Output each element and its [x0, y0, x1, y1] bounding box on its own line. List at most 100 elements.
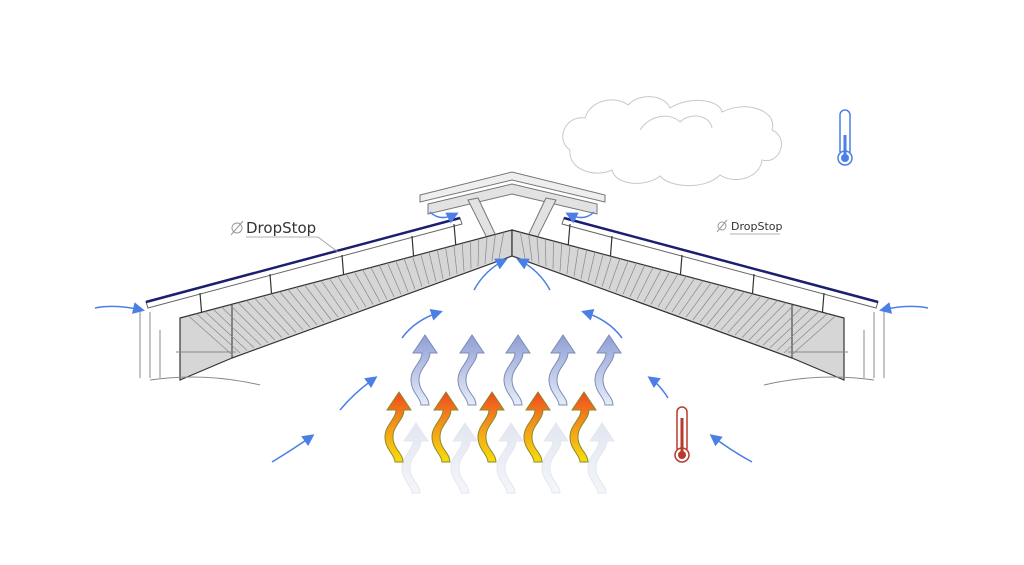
- insulation-rib: [428, 251, 437, 282]
- insulation-rib: [566, 245, 571, 274]
- heat-wave-arrow-icon: [431, 391, 459, 463]
- heat-wave-arrow-icon: [548, 334, 576, 406]
- insulation-rib: [436, 249, 444, 280]
- thermometer-warm-icon: [674, 406, 690, 463]
- heat-wave-arrow-icon: [587, 422, 615, 494]
- insulation-rib: [519, 232, 526, 259]
- insulation-rib: [221, 306, 262, 346]
- insulation-rib: [734, 297, 770, 336]
- insulation-rib: [477, 238, 480, 267]
- insulation-rib: [229, 304, 269, 343]
- insulation-rib: [362, 269, 381, 303]
- insulation-rib: [403, 258, 416, 290]
- heat-wave-arrow-icon: [523, 391, 551, 463]
- heat-wave-arrow-icon: [569, 391, 597, 463]
- insulation-rib: [491, 234, 496, 262]
- insulation-rib: [387, 262, 402, 295]
- insulation-rib: [629, 265, 646, 297]
- eave-details: [139, 310, 885, 386]
- insulation-rib: [608, 258, 621, 290]
- insulation-right: [511, 229, 845, 381]
- insulation-rib: [295, 286, 325, 323]
- dropstop-text-right: DropStop: [731, 220, 782, 233]
- heat-wave-arrow-icon: [477, 391, 505, 463]
- insulation-rib: [254, 297, 290, 336]
- insulation-rib: [312, 282, 339, 318]
- insulation-rib: [188, 315, 234, 356]
- insulation-rib: [587, 251, 596, 282]
- insulation-rib: [776, 311, 820, 351]
- insulation-rib: [378, 265, 395, 297]
- insulation-rib: [664, 276, 687, 310]
- insulation-rib: [650, 271, 671, 305]
- insulation-rib: [790, 315, 836, 356]
- insulation-rib: [329, 278, 353, 313]
- dropstop-label-left: DropStop: [230, 219, 339, 253]
- insulation-rib: [353, 271, 374, 305]
- insulation-rib: [445, 247, 451, 277]
- insulation-rib: [212, 308, 255, 349]
- insulation-rib: [601, 256, 612, 287]
- insulation-rib: [304, 284, 332, 320]
- insulation-rib: [552, 240, 554, 269]
- insulation-rib: [783, 313, 828, 354]
- insulation-rib: [748, 302, 787, 341]
- insulation-rib: [622, 262, 637, 295]
- insulation-rib: [536, 236, 540, 264]
- insulation-rib: [453, 245, 458, 274]
- insulation-rib: [636, 267, 654, 300]
- heat-wave-arrow-icon: [503, 334, 531, 406]
- insulation-rib: [262, 295, 297, 333]
- insulation-rib: [699, 286, 729, 323]
- insulation-rib: [544, 238, 547, 267]
- insulation-rib: [204, 311, 248, 351]
- insulation-rib: [594, 254, 604, 285]
- insulation-rib: [498, 232, 505, 259]
- insulation-rib: [762, 306, 803, 346]
- heat-wave-arrow-icon: [410, 334, 438, 406]
- airflow-arrow-icon: [94, 211, 929, 463]
- insulation-rib: [692, 284, 720, 320]
- insulation-rib: [370, 267, 388, 300]
- thermometer-cold-icon: [837, 109, 853, 166]
- insulation-rib: [573, 247, 579, 277]
- insulation-rib: [615, 260, 629, 292]
- insulation-rib: [685, 282, 712, 318]
- cloud-icon: [562, 96, 782, 187]
- insulation-rib: [246, 300, 283, 338]
- heat-wave-arrow-icon: [594, 334, 622, 406]
- insulation-rib: [720, 293, 753, 331]
- heat-wave-arrow-icon: [541, 422, 569, 494]
- insulation-rib: [678, 280, 704, 315]
- insulation-rib: [580, 249, 588, 280]
- dropstop-text-left: DropStop: [246, 219, 316, 237]
- dropstop-label-right: DropStop: [716, 219, 782, 235]
- insulation-rib: [671, 278, 695, 313]
- roof-sheeting: [145, 216, 879, 319]
- insulation-rib: [713, 291, 745, 328]
- insulation-rib: [345, 273, 367, 308]
- insulation-rib: [657, 273, 679, 308]
- insulation-rib: [196, 313, 241, 354]
- insulation-rib: [741, 300, 778, 338]
- insulation-rib: [412, 256, 423, 287]
- heat-wave-arrow-icon: [450, 422, 478, 494]
- insulation-rib: [287, 289, 318, 326]
- insulation-rib: [769, 308, 812, 349]
- insulation-rib: [755, 304, 795, 343]
- insulation-rib: [279, 291, 311, 328]
- insulation-rib: [727, 295, 762, 333]
- insulation-rib: [559, 243, 563, 272]
- cool-air-arrows: [410, 334, 622, 406]
- insulation-rib: [643, 269, 662, 303]
- insulation-rib: [237, 302, 276, 341]
- insulation-rib: [461, 243, 465, 272]
- heat-wave-arrow-icon: [457, 334, 485, 406]
- insulation-rib: [320, 280, 346, 315]
- insulation-rib: [528, 234, 533, 262]
- insulation-rib: [337, 276, 360, 310]
- insulation-rib: [706, 289, 737, 326]
- insulation-rib: [395, 260, 409, 292]
- insulation-rib: [470, 240, 472, 269]
